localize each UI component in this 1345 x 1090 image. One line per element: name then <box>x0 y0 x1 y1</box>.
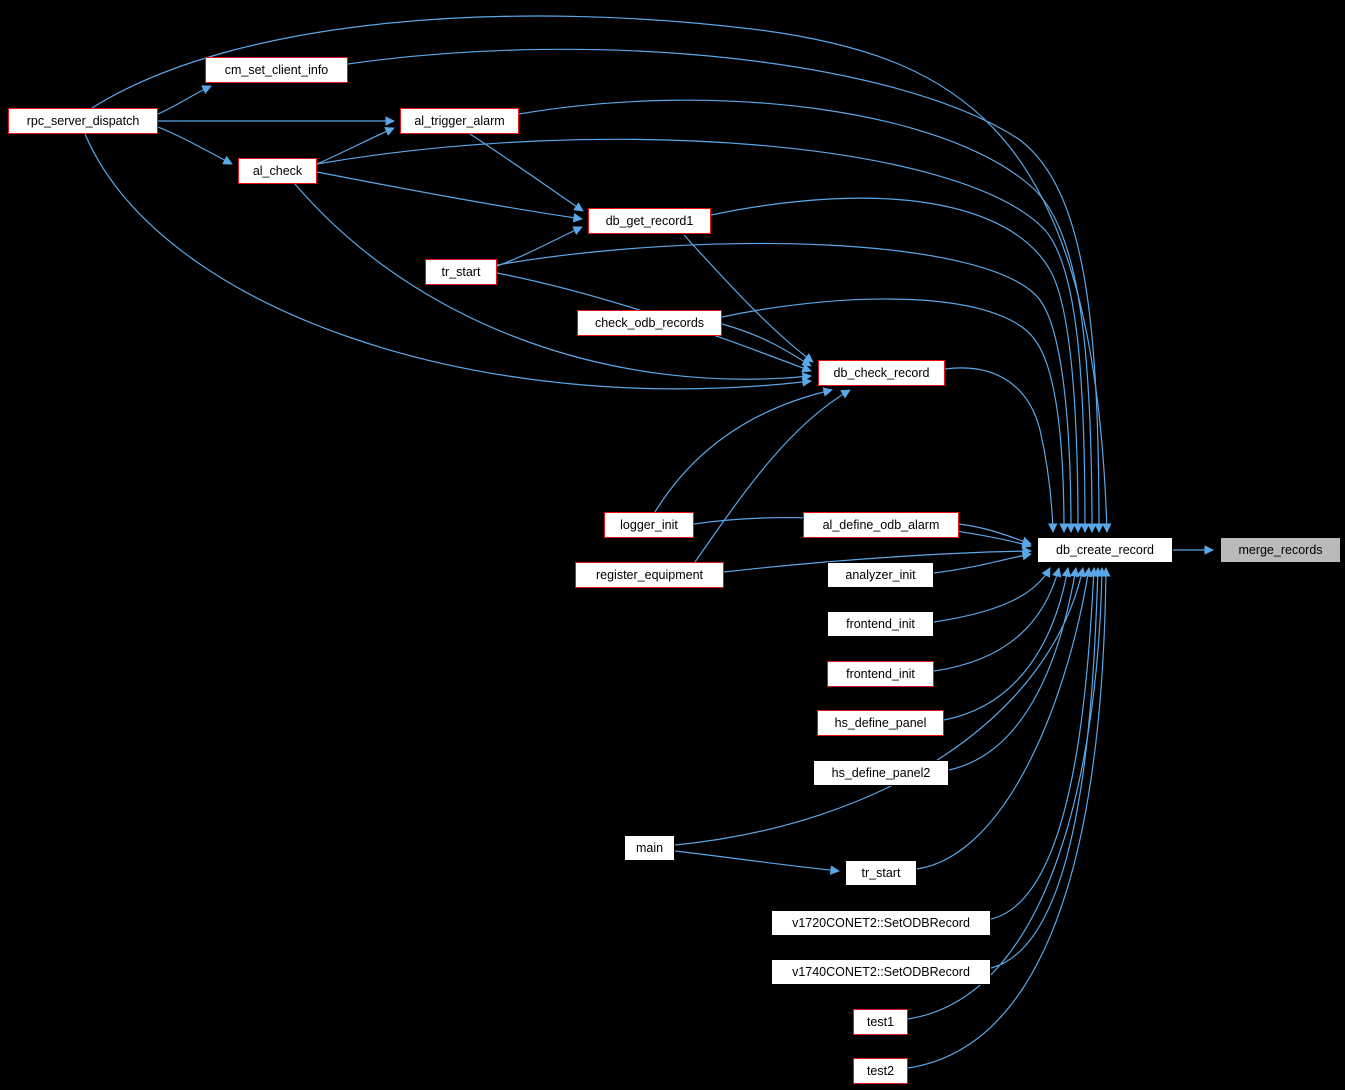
edge-frontend_init-db_create_record <box>933 567 1051 623</box>
edge-main-tr_start_2 <box>674 850 840 875</box>
edge-main-db_create_record <box>674 567 1086 846</box>
node-al_check[interactable]: al_check <box>238 158 317 184</box>
edge-register_equipment-db_create_record <box>723 546 1032 573</box>
node-frontend_init-2[interactable]: frontend_init <box>827 661 934 687</box>
edge-check_odb_records-db_check_record <box>721 323 812 367</box>
edge-rpc_server_dispatch-db_create_record <box>91 15 1112 533</box>
edge-rpc_server_dispatch-db_check_record <box>84 133 812 390</box>
edge-v1720CONET2_SetODBRecord-db_create_record <box>990 567 1099 920</box>
edge-tr_start-db_create_record <box>496 242 1076 533</box>
node-test1[interactable]: test1 <box>853 1009 908 1035</box>
edge-al_check-db_create_record <box>316 138 1090 533</box>
edge-frontend_init_2-db_create_record <box>933 567 1062 672</box>
edge-logger_init-db_check_record <box>654 387 833 513</box>
edge-test2-db_create_record <box>907 567 1111 1069</box>
edge-hs_define_panel2-db_create_record <box>948 567 1080 771</box>
edge-register_equipment-db_check_record <box>694 389 851 563</box>
node-rpc_server_dispatch[interactable]: rpc_server_dispatch <box>8 108 158 134</box>
edge-al_trigger_alarm-db_get_record1 <box>469 133 584 212</box>
node-logger_init[interactable]: logger_init <box>604 512 694 538</box>
edge-al_check-db_check_record <box>294 183 812 382</box>
edge-cm_set_client_info-db_create_record <box>347 48 1104 533</box>
edge-al_trigger_alarm-db_create_record <box>518 99 1097 533</box>
edge-v1740CONET2_SetODBRecord-db_create_record <box>990 567 1103 969</box>
node-analyzer_init[interactable]: analyzer_init <box>827 562 934 588</box>
node-frontend_init[interactable]: frontend_init <box>827 611 934 637</box>
node-tr_start[interactable]: tr_start <box>425 259 497 285</box>
edge-tr_start_2-db_create_record <box>916 567 1093 870</box>
node-v1720CONET2-SetODBRecord[interactable]: v1720CONET2::SetODBRecord <box>771 910 991 936</box>
node-test2[interactable]: test2 <box>853 1058 908 1084</box>
node-main[interactable]: main <box>624 835 675 861</box>
edge-al_check-db_get_record1 <box>316 171 583 223</box>
node-tr_start-2[interactable]: tr_start <box>845 860 917 886</box>
node-hs_define_panel[interactable]: hs_define_panel <box>817 710 944 736</box>
edge-test1-db_create_record <box>907 567 1107 1020</box>
edge-check_odb_records-db_create_record <box>721 298 1069 533</box>
edge-rpc_server_dispatch-cm_set_client_info <box>157 85 212 115</box>
node-merge_records: merge_records <box>1220 537 1341 563</box>
node-db_create_record[interactable]: db_create_record <box>1037 537 1173 563</box>
edge-al_check-al_trigger_alarm <box>316 127 395 165</box>
edge-tr_start-db_get_record1 <box>496 226 583 267</box>
edge-al_define_odb_alarm-db_create_record <box>958 523 1032 546</box>
edge-analyzer_init-db_create_record <box>933 550 1032 574</box>
node-al_trigger_alarm[interactable]: al_trigger_alarm <box>400 108 519 134</box>
edge-db_get_record1-db_create_record <box>710 197 1083 533</box>
node-hs_define_panel2[interactable]: hs_define_panel2 <box>813 760 949 786</box>
node-al_define_odb_alarm[interactable]: al_define_odb_alarm <box>803 512 959 538</box>
node-db_get_record1[interactable]: db_get_record1 <box>588 208 711 234</box>
node-v1740CONET2-SetODBRecord[interactable]: v1740CONET2::SetODBRecord <box>771 959 991 985</box>
edge-db_check_record-db_create_record <box>944 367 1058 533</box>
node-db_check_record[interactable]: db_check_record <box>818 360 945 386</box>
edge-db_get_record1-db_check_record <box>683 234 814 363</box>
node-check_odb_records[interactable]: check_odb_records <box>577 310 722 336</box>
edge-hs_define_panel-db_create_record <box>943 567 1072 721</box>
edge-rpc_server_dispatch-al_check <box>157 126 233 165</box>
node-cm_set_client_info[interactable]: cm_set_client_info <box>205 57 348 83</box>
node-register_equipment[interactable]: register_equipment <box>575 562 724 588</box>
